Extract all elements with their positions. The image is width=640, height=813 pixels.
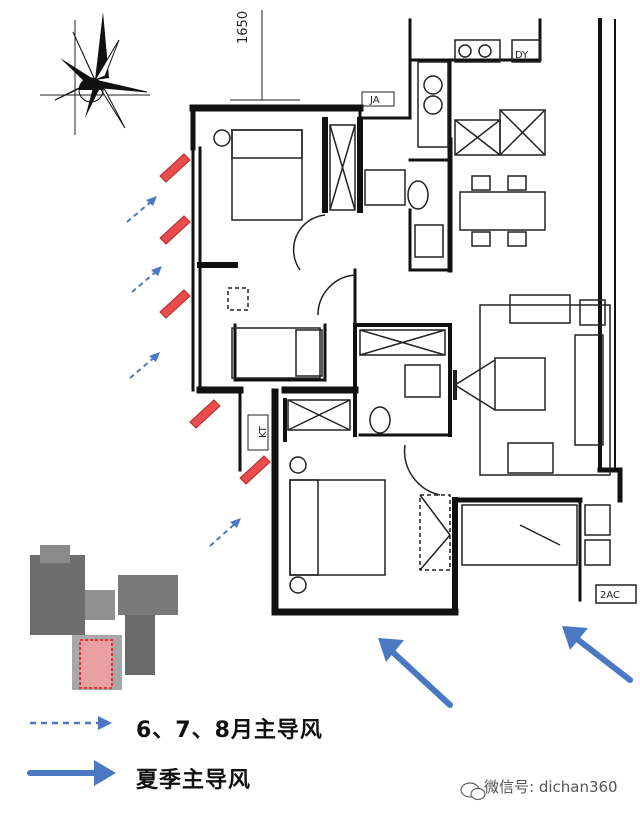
bathrooms bbox=[287, 169, 446, 434]
wechat-icon bbox=[460, 782, 486, 801]
ac-bottom-label: 2AC bbox=[600, 590, 620, 601]
bedroom-3 bbox=[289, 444, 451, 594]
window-arrows bbox=[159, 153, 271, 485]
dimension-line bbox=[230, 10, 300, 101]
walls bbox=[189, 18, 623, 616]
dining-table bbox=[459, 175, 546, 247]
compass-rose-icon bbox=[40, 12, 150, 135]
dimension-label: 1650 bbox=[236, 10, 251, 44]
dy-label: DY bbox=[515, 50, 529, 61]
balcony bbox=[461, 504, 637, 604]
watermark: 微信号: dichan360 bbox=[458, 776, 618, 797]
legend-monsoon-arrow-icon bbox=[30, 716, 112, 730]
legend-summer-arrow-icon bbox=[27, 760, 116, 786]
ac-side-label: KT bbox=[258, 425, 269, 438]
summer-wind-arrows bbox=[382, 629, 633, 708]
watermark-text: 微信号: dichan360 bbox=[484, 778, 618, 796]
living-room-furniture bbox=[453, 294, 611, 476]
monsoon-wind-arrows bbox=[126, 199, 238, 547]
bedroom-1 bbox=[213, 124, 356, 271]
bedroom-2 bbox=[227, 274, 356, 379]
room-labels: JA DY KT 2AC bbox=[247, 50, 620, 601]
ac-top-label: JA bbox=[369, 95, 380, 106]
kitchen-counter bbox=[417, 39, 546, 156]
key-plan-minimap bbox=[30, 545, 178, 690]
legend-summer-label: 夏季主导风 bbox=[136, 768, 252, 793]
legend-monsoon-label: 6、7、8月主导风 bbox=[136, 718, 323, 743]
